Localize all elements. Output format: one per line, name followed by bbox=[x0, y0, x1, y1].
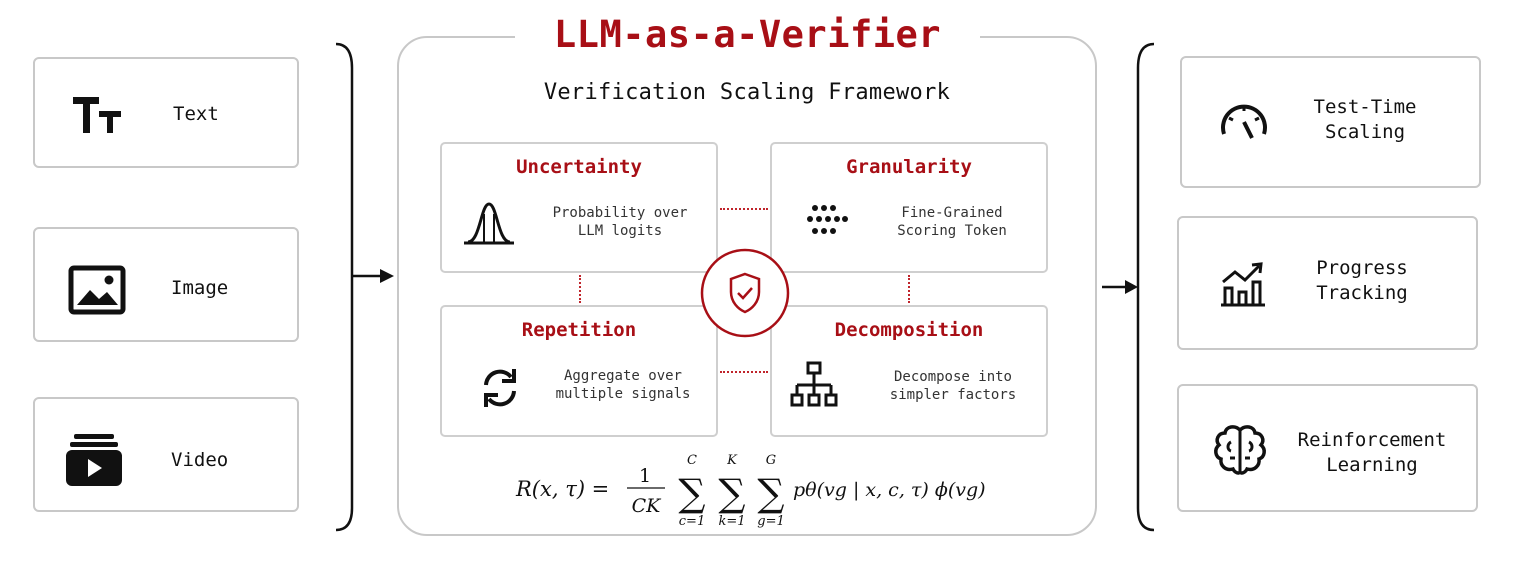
sum3-top: G bbox=[766, 453, 776, 468]
formula-frac-den: CK bbox=[632, 495, 663, 517]
repetition-desc-line1: Aggregate over bbox=[563, 368, 682, 384]
sum2-top: K bbox=[726, 453, 738, 468]
video-library-icon bbox=[65, 432, 123, 488]
output-reinforcement-learning-line1: Reinforcement bbox=[1297, 429, 1447, 451]
formula-rhs: pθ(vg | x, c, τ) ϕ(vg) bbox=[793, 479, 986, 501]
output-test-time-scaling-line2: Scaling bbox=[1324, 121, 1406, 143]
connector-right bbox=[908, 275, 910, 303]
output-progress-tracking-line2: Tracking bbox=[1316, 282, 1408, 304]
connector-bottom bbox=[720, 371, 768, 373]
input-image-box: Image bbox=[33, 227, 299, 342]
left-bracket-arrow bbox=[335, 42, 394, 532]
repetition-desc-line2: multiple signals bbox=[555, 386, 691, 402]
sum3-sigma: ∑ bbox=[757, 471, 784, 515]
output-progress-tracking-box: Progress Tracking bbox=[1177, 216, 1478, 350]
repetition-title: Repetition bbox=[521, 319, 637, 341]
input-video-box: Video bbox=[33, 397, 299, 512]
formula-frac-num: 1 bbox=[639, 465, 651, 487]
dot-grid-icon bbox=[806, 204, 848, 238]
connector-left bbox=[579, 275, 581, 303]
repetition-card: Repetition Aggregate over multiple signa… bbox=[440, 305, 718, 437]
granularity-title: Granularity bbox=[846, 156, 972, 178]
gauge-icon bbox=[1218, 98, 1270, 140]
brain-icon bbox=[1213, 424, 1267, 476]
text-size-icon bbox=[71, 93, 123, 137]
image-icon bbox=[68, 265, 126, 315]
input-video-label: Video bbox=[171, 449, 229, 471]
output-test-time-scaling-label: Test-Time Scaling bbox=[1282, 95, 1448, 145]
reward-formula: R(x, τ) = 1 CK C ∑ c=1 K ∑ k=1 G ∑ g=1 p… bbox=[515, 453, 986, 529]
output-progress-tracking-label: Progress Tracking bbox=[1279, 256, 1445, 306]
output-test-time-scaling-line1: Test-Time bbox=[1313, 96, 1417, 118]
repetition-desc: Aggregate over multiple signals bbox=[528, 367, 718, 403]
bell-curve-icon bbox=[462, 200, 516, 246]
decomposition-title: Decomposition bbox=[834, 319, 984, 341]
uncertainty-title: Uncertainty bbox=[516, 156, 642, 178]
sum2-sigma: ∑ bbox=[718, 471, 745, 515]
connector-top bbox=[720, 208, 768, 210]
input-image-label: Image bbox=[171, 277, 229, 299]
main-title: LLM-as-a-Verifier bbox=[515, 12, 980, 58]
decomposition-desc: Decompose into simpler factors bbox=[858, 368, 1048, 404]
uncertainty-desc-line2: LLM logits bbox=[577, 223, 663, 239]
output-reinforcement-learning-box: Reinforcement Learning bbox=[1177, 384, 1478, 512]
output-reinforcement-learning-label: Reinforcement Learning bbox=[1276, 428, 1468, 478]
refresh-icon bbox=[480, 367, 520, 409]
decomposition-card: Decomposition Decompose into simpler fac… bbox=[770, 305, 1048, 437]
uncertainty-card: Uncertainty Probability over LLM logits bbox=[440, 142, 718, 273]
sum1-top: C bbox=[687, 453, 697, 468]
sum3-bottom: g=1 bbox=[757, 514, 785, 529]
uncertainty-desc: Probability over LLM logits bbox=[522, 204, 718, 240]
decomposition-desc-line1: Decompose into bbox=[893, 369, 1012, 385]
input-text-label: Text bbox=[173, 103, 219, 125]
hierarchy-icon bbox=[790, 361, 838, 409]
output-reinforcement-learning-line2: Learning bbox=[1326, 454, 1418, 476]
formula-lhs: R(x, τ) = bbox=[515, 477, 609, 501]
framework-subtitle: Verification Scaling Framework bbox=[543, 80, 951, 105]
input-text-box: Text bbox=[33, 57, 299, 168]
uncertainty-desc-line1: Probability over bbox=[552, 205, 688, 221]
sum1-bottom: c=1 bbox=[679, 514, 705, 529]
right-bracket-arrow bbox=[1102, 42, 1155, 532]
output-progress-tracking-line1: Progress bbox=[1316, 257, 1408, 279]
trend-chart-icon bbox=[1219, 260, 1267, 308]
granularity-desc: Fine-Grained Scoring Token bbox=[856, 204, 1048, 240]
sum1-sigma: ∑ bbox=[678, 471, 705, 515]
granularity-desc-line1: Fine-Grained bbox=[901, 205, 1003, 221]
shield-check-icon bbox=[700, 248, 790, 338]
granularity-card: Granularity Fine-Grained Scoring Token bbox=[770, 142, 1048, 273]
output-test-time-scaling-box: Test-Time Scaling bbox=[1180, 56, 1481, 188]
decomposition-desc-line2: simpler factors bbox=[889, 387, 1017, 403]
granularity-desc-line2: Scoring Token bbox=[897, 223, 1007, 239]
sum2-bottom: k=1 bbox=[718, 514, 745, 529]
